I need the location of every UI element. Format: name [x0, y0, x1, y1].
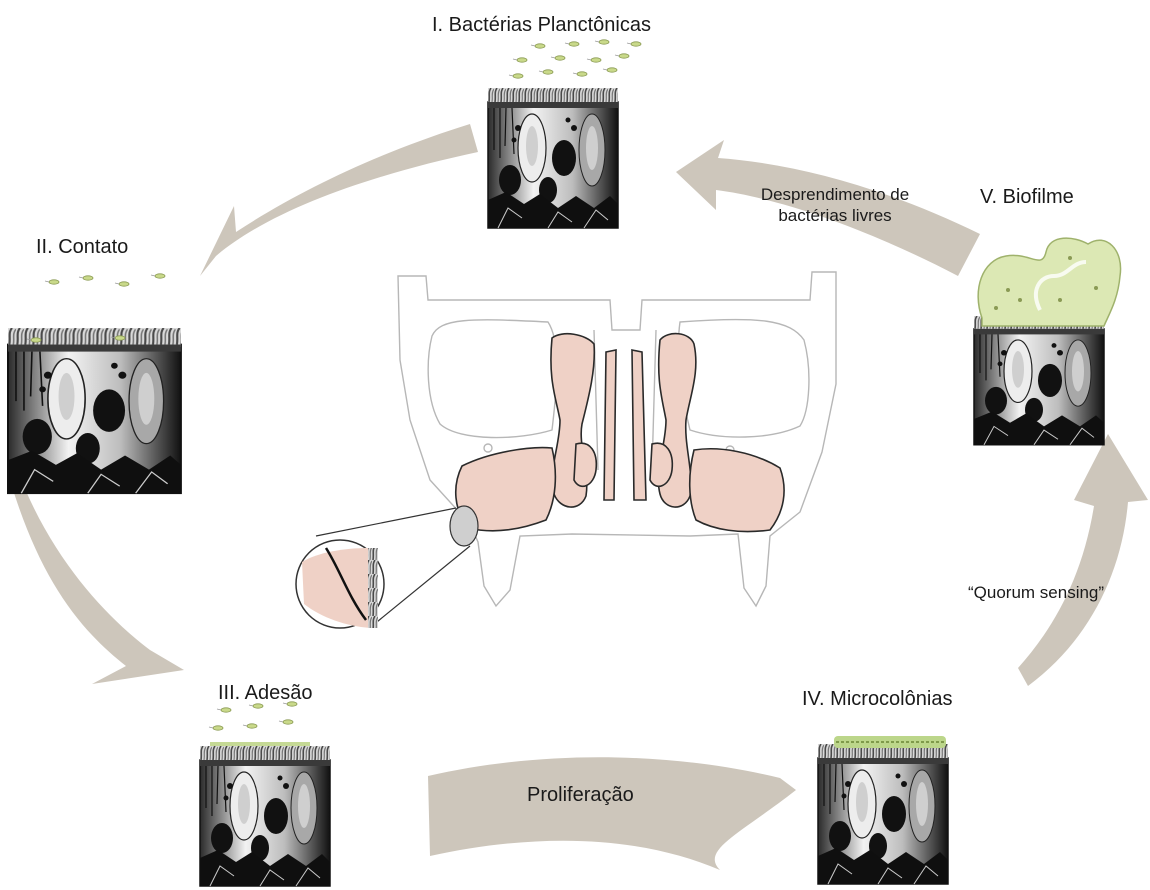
tissue-block-II — [8, 328, 181, 493]
arrow-III-to-IV — [428, 757, 796, 870]
detachment-label: Desprendimento de bactérias livres — [740, 184, 930, 226]
tissue-block-I — [488, 88, 618, 228]
tissue-block-V — [974, 316, 1104, 445]
stage-II-label: II. Contato — [36, 236, 128, 259]
stage-V-label: V. Biofilme — [980, 186, 1074, 209]
sinus-anatomy — [398, 272, 836, 606]
arrow-I-to-II — [200, 124, 478, 276]
detachment-line-1: Desprendimento de — [740, 184, 930, 205]
biofilm-mass — [978, 238, 1120, 326]
quorum-sensing-label: “Quorum sensing” — [968, 582, 1104, 603]
magnified-detail — [296, 506, 478, 628]
arrow-II-to-III — [10, 466, 184, 684]
tissue-block-III — [200, 746, 330, 886]
microcolony-layer — [834, 736, 946, 748]
arrow-IV-to-V — [1018, 434, 1148, 686]
stage-IV-label: IV. Microcolônias — [802, 688, 952, 711]
tissue-block-IV — [818, 744, 948, 884]
proliferation-label: Proliferação — [527, 784, 634, 807]
sinus-mucosa — [456, 334, 784, 532]
stage-I-label: I. Bactérias Planctônicas — [432, 14, 651, 37]
planktonic-bacteria — [509, 40, 641, 78]
adhesion-bacteria — [209, 702, 310, 746]
stage-III-label: III. Adesão — [218, 682, 313, 705]
detachment-line-2: bactérias livres — [740, 205, 930, 226]
